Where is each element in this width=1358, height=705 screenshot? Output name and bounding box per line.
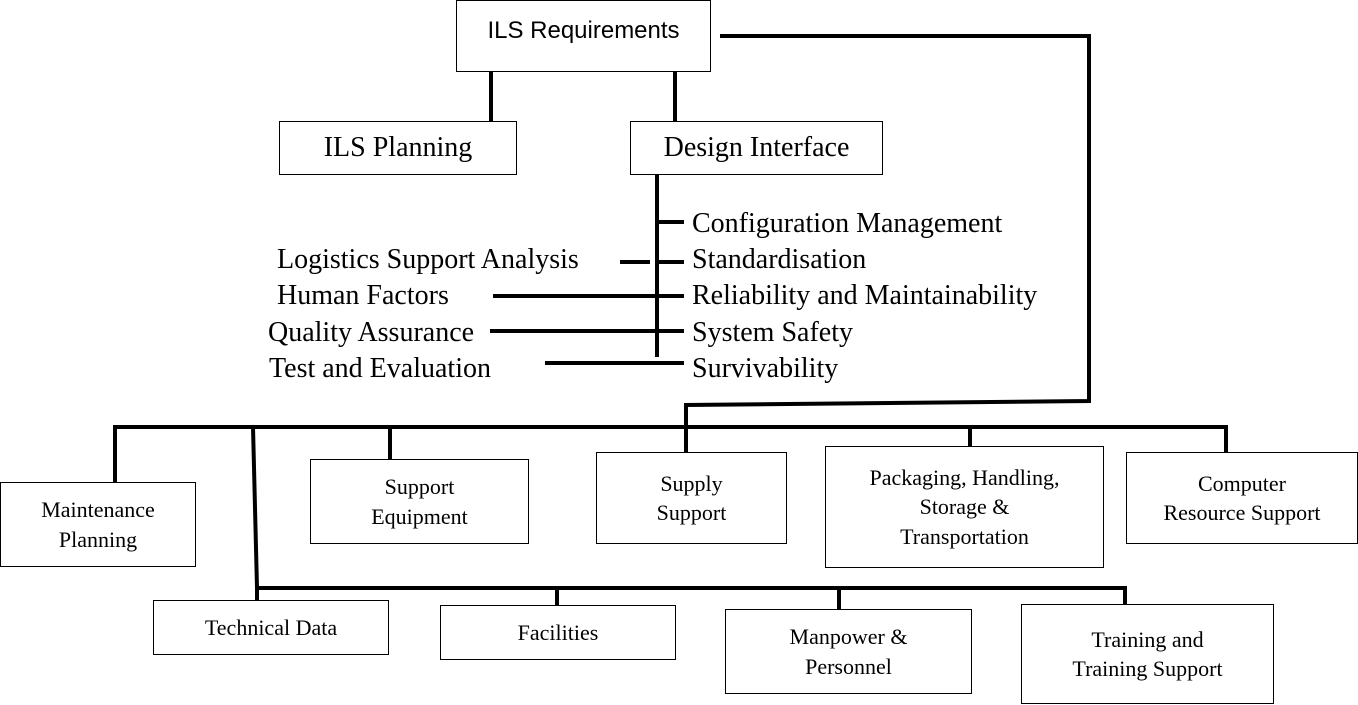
- design-element-right: Configuration Management: [692, 208, 1003, 239]
- support-element-label: Computer Resource Support: [1163, 470, 1321, 525]
- support-element-box: Supply Support: [596, 452, 787, 544]
- design-element-right: Standardisation: [692, 244, 867, 275]
- ils-planning-label: ILS Planning: [323, 131, 473, 163]
- support-element-label: Packaging, Handling, Storage & Transport…: [869, 465, 1060, 549]
- support-element-box: Support Equipment: [310, 459, 529, 544]
- design-element-right: Reliability and Maintainability: [692, 280, 1038, 311]
- support-element-label: Maintenance Planning: [41, 497, 155, 552]
- support-element-label: Technical Data: [204, 614, 338, 640]
- support-element-label: Supply Support: [656, 470, 727, 525]
- ils-requirements-label: ILS Requirements: [487, 17, 680, 44]
- support-element-label: Support Equipment: [371, 474, 468, 529]
- support-element-box: Facilities: [440, 605, 676, 660]
- design-element-right: Survivability: [692, 353, 839, 384]
- support-element-box: Computer Resource Support: [1126, 452, 1358, 544]
- design-element-left: Test and Evaluation: [269, 353, 491, 384]
- design-interface-label: Design Interface: [663, 131, 850, 163]
- support-element-label: Manpower & Personnel: [789, 624, 908, 679]
- design-element-left: Quality Assurance: [268, 317, 475, 348]
- design-interface-box: Design Interface: [630, 121, 883, 175]
- connector-root-support: [684, 34, 1091, 427]
- support-element-label: Training and Training Support: [1072, 626, 1223, 681]
- support-element-box: Manpower & Personnel: [725, 609, 972, 694]
- support-element-box: Maintenance Planning: [0, 482, 196, 567]
- support-element-box: Packaging, Handling, Storage & Transport…: [825, 446, 1104, 568]
- ils-planning-box: ILS Planning: [279, 121, 517, 175]
- design-element-right: System Safety: [692, 317, 853, 348]
- support-element-label: Facilities: [517, 619, 599, 645]
- support-element-box: Training and Training Support: [1021, 604, 1274, 704]
- design-element-left: Logistics Support Analysis: [277, 244, 579, 275]
- ils-requirements-box: ILS Requirements: [456, 0, 711, 72]
- support-element-box: Technical Data: [153, 600, 389, 655]
- bus-row2-riser: [250, 424, 260, 591]
- design-element-left: Human Factors: [277, 280, 449, 311]
